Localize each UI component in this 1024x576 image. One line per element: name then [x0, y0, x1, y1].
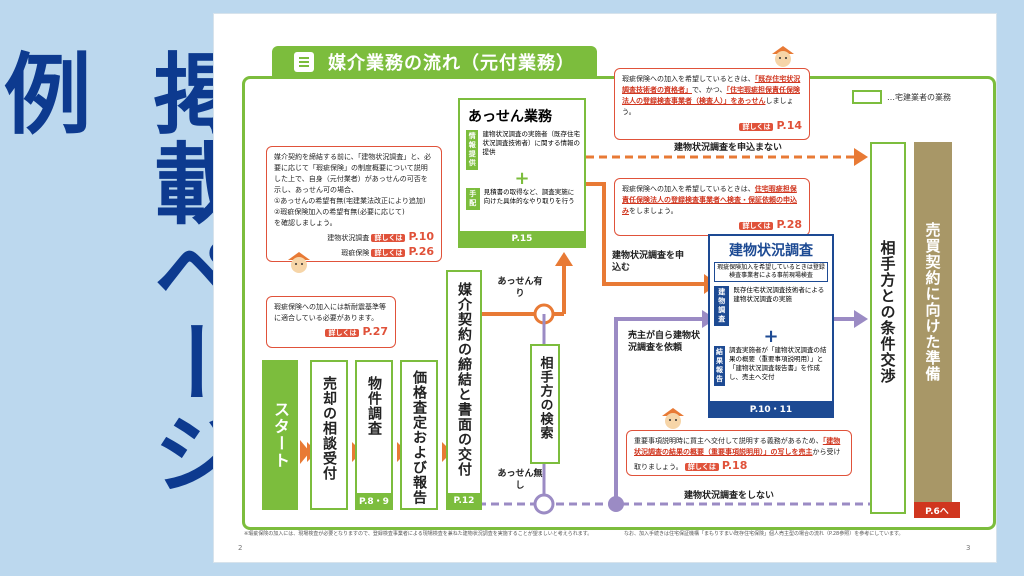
assen-text2: 見積書の取得など、調査実施に向けた具体的なやり取りを行う [483, 188, 575, 205]
step-search-label: 相手方の検索 [537, 356, 553, 440]
mascot-icon [772, 46, 794, 67]
mascot-icon [288, 252, 310, 273]
label-seller-request: 売主が自ら建物状況調査を依頼 [628, 331, 701, 353]
step-property: 物件調査 P.8・9 [355, 360, 393, 510]
legend-swatch [852, 90, 882, 104]
step-contract-label: 媒介契約の締結と書面の交付 [456, 282, 472, 477]
tag-info: 情報提供 [466, 130, 479, 170]
callout-contract-confirm: を確認しましょう。 [274, 219, 337, 227]
callout-report-pre: 重要事項説明時に買主へ交付して説明する義務があるため、 [634, 437, 823, 445]
step-consult-label: 売却の相談受付 [321, 376, 337, 481]
right-page-number: 3 [966, 544, 971, 552]
callout-apply-red: 住宅瑕疵担保責任保険法人の登録検査事業者へ検査・保証依頼の申込み [622, 185, 797, 215]
ref-page: P.27 [362, 325, 388, 338]
ref-badge: 詳しくは [371, 249, 406, 257]
section-header: 媒介業務の流れ（元付業務） [272, 46, 597, 78]
inspection-note: 瑕疵保険加入を希望しているときは登録検査事業者による事前現場検査 [714, 262, 828, 282]
tag-arrange: 手配 [466, 188, 480, 210]
ref-badge: 詳しくは [325, 329, 360, 337]
inspection-page-ref: P.10・11 [710, 401, 832, 416]
inspection-text1: 既存住宅状況調査技術者による建物状況調査の実施 [733, 286, 825, 303]
tag-report: 結果報告 [714, 346, 725, 386]
side-title: 掲載ページ例 [0, 48, 242, 498]
inspection-title: 建物状況調査 [729, 243, 813, 259]
ref-page: P.10 [408, 230, 434, 243]
step-start-label: スタート [271, 401, 290, 469]
document-icon [294, 52, 314, 72]
inspection-box: 建物状況調査 瑕疵保険加入を希望しているときは登録検査事業者による事前現場検査 … [708, 234, 834, 418]
ref-page: P.26 [408, 245, 434, 258]
callout-inspector: 瑕疵保険への加入を希望しているときは、「既存住宅状況調査技術者の資格者」で、かつ… [614, 68, 810, 140]
brochure-spread: 2 3 媒介業務の流れ（元付業務） …宅建業者の業務 媒介契約を締結する前に、「… [214, 14, 996, 562]
step-property-page: P.8・9 [357, 493, 391, 508]
label-assen-no: あっせん無し [497, 469, 543, 491]
ref-badge: 詳しくは [739, 222, 774, 230]
inspection-text2: 調査実施者が「建物状況調査の結果の概要（重要事項説明用）」と「建物状況調査報告書… [729, 346, 827, 381]
assen-title: あっせん業務 [468, 109, 552, 125]
callout-inspector-mid: で、かつ、 [692, 86, 727, 94]
step-price: 価格査定および報告 [400, 360, 438, 510]
step-prepare: 売買契約に向けた準備 [914, 142, 952, 514]
callout-report: 重要事項説明時に買主へ交付して説明する義務があるため、「建物状況調査の結果の概要… [626, 430, 852, 476]
ref-inspection-label: 建物状況調査 [327, 234, 370, 242]
callout-contract-item2: ②瑕疵保険加入の希望有無(必要に応じて) [274, 208, 405, 216]
step-negotiate-label: 相手方との条件交渉 [878, 240, 897, 384]
callout-before-contract: 媒介契約を締結する前に、「建物状況調査」と、必要に応じて「瑕疵保険」の制度概要に… [266, 146, 442, 262]
legend: …宅建業者の業務 [852, 90, 951, 104]
callout-report-red: 「建物状況調査の結果の概要（重要事項説明用）」の写しを売主 [634, 437, 841, 456]
plus-icon: + [514, 168, 530, 189]
ref-page: P.14 [776, 119, 802, 132]
section-title: 媒介業務の流れ（元付業務） [328, 53, 575, 74]
tag-survey: 建物調査 [714, 286, 730, 326]
ref-badge: 詳しくは [739, 123, 774, 131]
callout-inspector-pre: 瑕疵保険への加入を希望しているときは、 [622, 75, 755, 83]
callout-report-post: から受け取りましょう。 [634, 448, 841, 471]
step-search: 相手方の検索 [530, 344, 560, 464]
step-start: スタート [262, 360, 298, 510]
mascot-icon [662, 408, 684, 429]
label-no-inspection: 建物状況調査をしない [684, 491, 775, 501]
label-no-apply: 建物状況調査を申込まない [674, 143, 783, 153]
assen-page-ref: P.15 [460, 231, 584, 246]
label-assen-yes: あっせん有り [497, 277, 543, 299]
footnote-left: ※瑕疵保険の加入には、現場検査が必要となりますので、登録検査事業者による現場検査… [244, 531, 593, 537]
assen-box: あっせん業務 情報提供 建物状況調査の実施者（既存住宅状況調査技術者）に関する情… [458, 98, 586, 248]
ref-page: P.18 [721, 459, 748, 472]
ref-badge: 詳しくは [371, 234, 406, 242]
step-contract: 媒介契約の締結と書面の交付 P.12 [446, 270, 482, 510]
ref-insurance-label: 瑕疵保険 [341, 249, 370, 257]
step-price-label: 価格査定および報告 [411, 370, 427, 505]
step-property-label: 物件調査 [366, 376, 382, 436]
callout-apply: 瑕疵保険への加入を希望しているときは、住宅瑕疵担保責任保険法人の登録検査事業者へ… [614, 178, 810, 236]
step-prepare-page: P.6へ [914, 502, 960, 518]
step-contract-page: P.12 [448, 493, 480, 508]
callout-standard-text: 瑕疵保険への加入には新耐震基準等に適合している必要があります。 [274, 303, 386, 322]
callout-inspector-post: しましょう。 [622, 97, 794, 116]
footnote-right: なお、加入手続きは住宅保証機構「まもりすまい既存住宅保険」個人売主型の場合の流れ… [624, 531, 904, 537]
step-negotiate: 相手方との条件交渉 [870, 142, 906, 514]
ref-page: P.28 [776, 218, 802, 231]
callout-contract-text: 媒介契約を締結する前に、「建物状況調査」と、必要に応じて「瑕疵保険」の制度概要に… [274, 153, 432, 194]
label-apply: 建物状況調査を申込む [612, 251, 685, 273]
callout-inspector-red1: 「既存住宅状況調査技術者の資格者」 [622, 75, 801, 94]
assen-text1: 建物状況調査の実施者（既存住宅状況調査技術者）に関する情報の提供 [482, 130, 580, 156]
left-page-number: 2 [238, 544, 243, 552]
legend-text: …宅建業者の業務 [887, 92, 951, 102]
plus-icon: + [763, 326, 779, 347]
step-consult: 売却の相談受付 [310, 360, 348, 510]
callout-inspector-red2: 「住宅瑕疵担保責任保険法人の登録検査事業者（検査人）」をあっせん [622, 86, 800, 105]
step-prepare-label: 売買契約に向けた準備 [923, 222, 942, 382]
callout-contract-item1: ①あっせんの希望有無(宅建業法改正により追加) [274, 197, 426, 205]
callout-apply-pre: 瑕疵保険への加入を希望しているときは、 [622, 185, 755, 193]
callout-apply-post: をしましょう。 [629, 207, 678, 215]
ref-badge: 詳しくは [684, 463, 719, 471]
